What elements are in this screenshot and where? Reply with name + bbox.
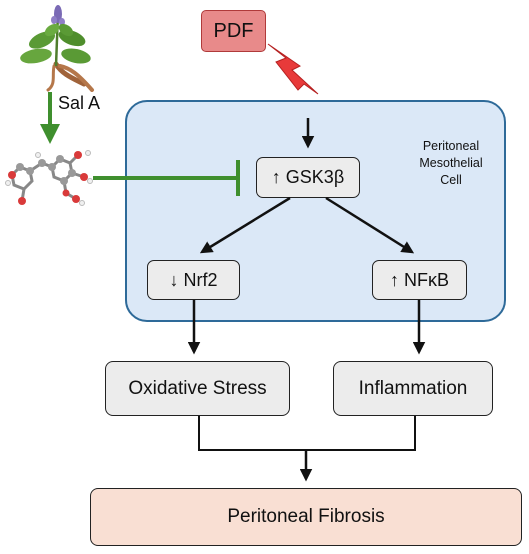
nrf2-node: ↓ Nrf2 bbox=[147, 260, 240, 300]
cell-label-line-2: Mesothelial bbox=[419, 156, 483, 170]
drug-label: Sal A bbox=[58, 93, 101, 113]
cell-label-line-3: Cell bbox=[440, 173, 462, 187]
nfkb-node: ↑ NFκB bbox=[372, 260, 467, 300]
peritoneal-fibrosis-node: Peritoneal Fibrosis bbox=[90, 488, 522, 546]
molecule-icon bbox=[5, 150, 93, 206]
cell-label-line-1: Peritoneal bbox=[422, 139, 480, 153]
salvia-plant-icon bbox=[20, 5, 94, 92]
gsk3b-node: ↑ GSK3β bbox=[256, 157, 360, 198]
pdf-node: PDF bbox=[201, 10, 266, 52]
oxidative-stress-node: Oxidative Stress bbox=[105, 361, 290, 416]
inflammation-node: Inflammation bbox=[333, 361, 493, 416]
cell-label: Peritoneal Mesothelial Cell bbox=[406, 138, 496, 189]
